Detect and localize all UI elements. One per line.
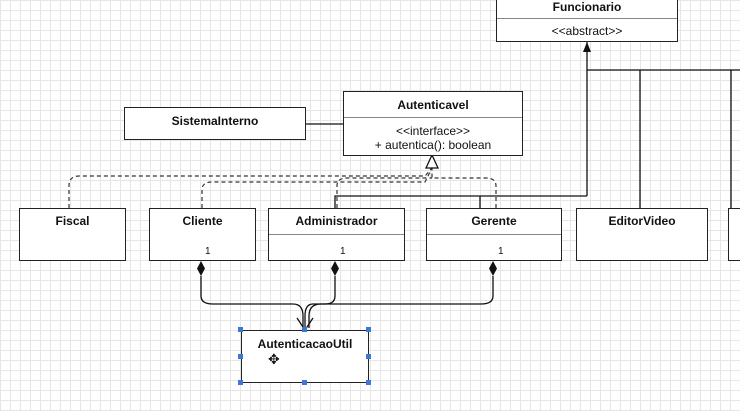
class-fiscal-name: Fiscal	[55, 214, 90, 228]
class-partial-offscreen[interactable]	[728, 208, 740, 261]
class-funcionario-stereotype: <<abstract>>	[551, 24, 623, 38]
class-administrador[interactable]: Administrador 1	[268, 208, 405, 261]
selection-handle[interactable]	[302, 327, 307, 332]
selection-handle[interactable]	[302, 380, 307, 385]
class-funcionario[interactable]: Funcionario <<abstract>>	[496, 0, 678, 42]
selection-handle[interactable]	[366, 327, 371, 332]
selection-handle[interactable]	[238, 380, 243, 385]
class-funcionario-name: Funcionario	[552, 0, 622, 14]
selection-handle[interactable]	[238, 327, 243, 332]
class-separator	[269, 234, 404, 235]
move-cursor-icon: ✥	[268, 351, 280, 367]
class-autenticavel[interactable]: Autenticavel <<interface>> + autentica()…	[343, 91, 523, 156]
class-autenticavel-name: Autenticavel	[397, 98, 469, 112]
class-cliente-name: Cliente	[182, 214, 223, 228]
multiplicity-label: 1	[498, 246, 504, 257]
multiplicity-label: 1	[340, 246, 346, 257]
class-separator	[344, 117, 522, 118]
multiplicity-label: 1	[205, 246, 211, 257]
class-fiscal[interactable]: Fiscal	[19, 208, 126, 261]
class-autenticacao-util[interactable]: AutenticacaoUtil ✥	[241, 330, 369, 383]
class-autenticacao-util-name: AutenticacaoUtil	[257, 337, 353, 351]
class-autenticavel-stereotype: <<interface>>	[395, 124, 471, 138]
class-sistema-interno[interactable]: SistemaInterno	[124, 107, 306, 140]
selection-handle[interactable]	[366, 380, 371, 385]
class-editor-video[interactable]: EditorVideo	[576, 208, 708, 261]
class-gerente-name: Gerente	[471, 214, 517, 228]
class-autenticavel-method: + autentica(): boolean	[374, 138, 492, 152]
class-separator	[427, 234, 561, 235]
class-gerente[interactable]: Gerente 1	[426, 208, 562, 261]
class-administrador-name: Administrador	[295, 214, 378, 228]
class-sistema-interno-name: SistemaInterno	[171, 114, 259, 128]
class-editor-video-name: EditorVideo	[608, 214, 676, 228]
class-separator	[497, 18, 677, 19]
selection-handle[interactable]	[366, 354, 371, 359]
class-cliente[interactable]: Cliente 1	[149, 208, 256, 261]
selection-handle[interactable]	[238, 354, 243, 359]
